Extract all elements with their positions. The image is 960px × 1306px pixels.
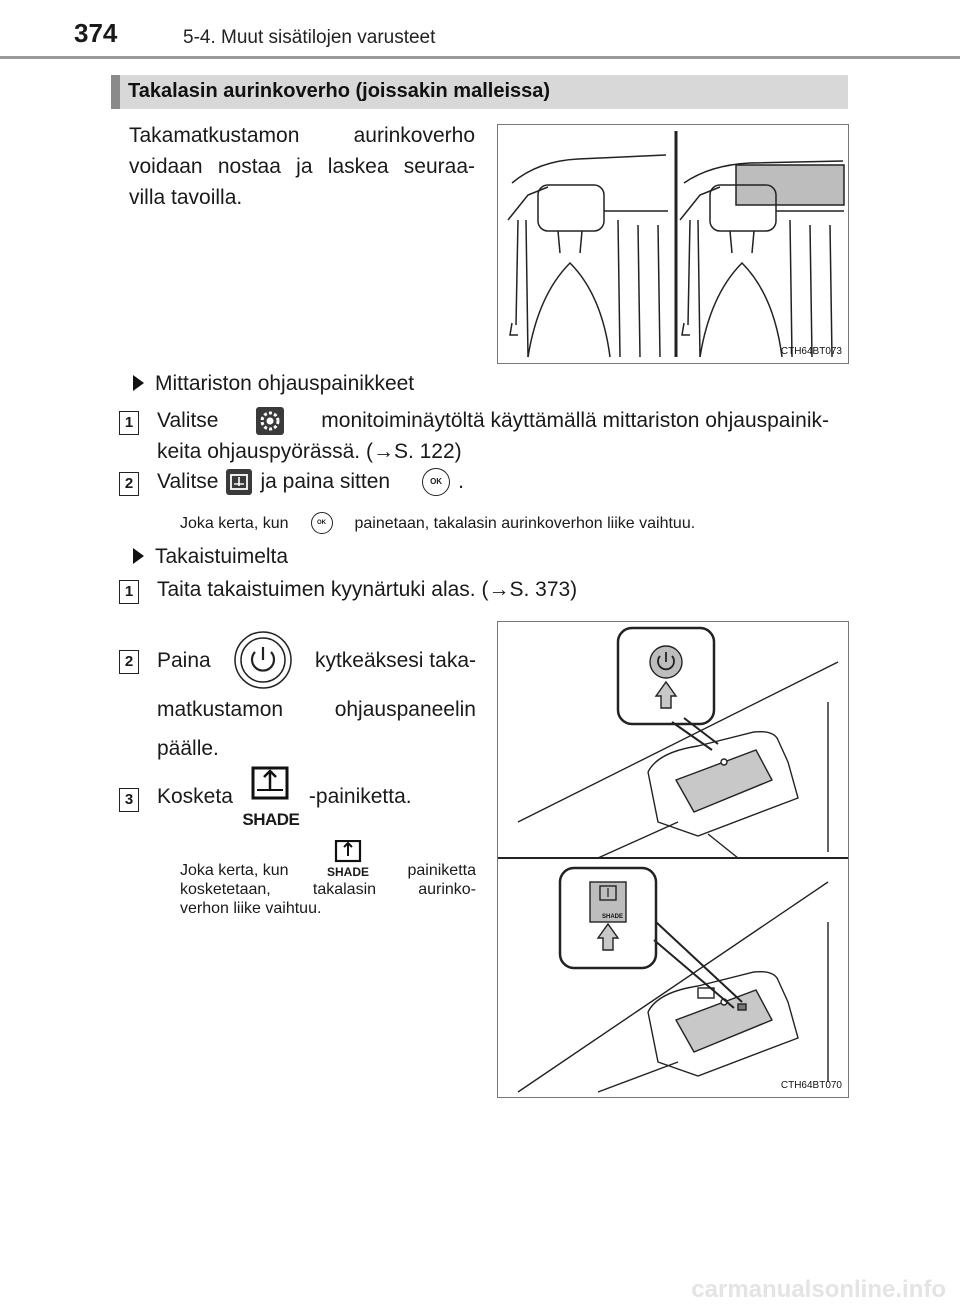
intro-line-1: Takamatkustamon aurinkoverho [129,124,475,147]
note-text: Joka kerta, kun [180,862,289,879]
note-text: verhon liike vaihtuu. [180,900,322,917]
watermark: carmanualsonline.info [691,1276,946,1303]
step-number: 1 [119,411,139,435]
shade-menu-icon [226,468,253,495]
method2-step2: Paina kytkeäksesi taka- matkustamon ohja… [157,628,476,764]
step-text: Valitse [157,409,219,432]
section-title: Takalasin aurinkoverho (joissakin mallei… [128,80,551,102]
ok-button-icon: OK [422,467,451,496]
figure-code-bottom: CTH64BT070 [780,1080,842,1091]
triangle-bullet-icon [133,548,144,564]
power-button-icon [233,630,293,690]
step-text: matkustamon ohjauspaneelin [157,698,476,721]
rear-seat-illustration [507,131,845,358]
note-text: painetaan, takalasin aurinkoverhon liike… [354,514,696,532]
step-number: 3 [119,788,139,812]
triangle-bullet-icon [133,375,144,391]
section-bar [111,75,848,109]
method1-note: Joka kerta, kun OK painetaan, takalasin … [180,512,695,534]
method2-step3: Kosketa SHADE -painiketta. [157,766,412,829]
figure-armrest-panel: SHADE CTH64BT070 [497,621,849,1098]
armrest-illustration: SHADE [498,626,848,1093]
shade-label: SHADE [326,865,369,879]
method1-step2: Valitse ja paina sitten OK . [157,466,464,497]
step-text: . [458,470,464,493]
shade-label: SHADE [242,810,300,829]
note-text: kosketetaan, takalasin aurinko- [180,881,476,898]
step-text: keita ohjauspyörässä. (→S. 122) [157,440,462,463]
shade-button-icon: SHADE [239,766,303,829]
method2-step1: Taita takaistuimen kyynärtuki alas. (→S.… [157,578,578,601]
intro-line-2: voidaan nostaa ja laskea seuraa- [129,155,475,178]
note-text: Joka kerta, kun [180,514,289,532]
note-text: painiketta [407,862,477,879]
intro-paragraph: Takamatkustamon aurinkoverho voidaan nos… [129,120,475,213]
step-number: 1 [119,580,139,604]
page-number: 374 [74,18,118,48]
gear-icon [255,406,284,435]
shade-button-icon: SHADE [326,839,370,880]
figure-code-top: CTH64BT073 [780,346,842,357]
step-text: Paina [157,648,211,672]
step-text: monitoiminäytöltä käyttämällä mittaristo… [321,409,829,432]
method1-step1: Valitse monitoiminäytöltä käyttämällä mi… [157,405,829,467]
step-text: ja paina sitten [260,470,391,493]
method2-heading: Takaistuimelta [155,545,289,568]
step-text: Kosketa [157,784,233,808]
step-number: 2 [119,472,139,496]
step-text: Valitse [157,470,219,493]
method2-note: Joka kerta, kun SHADE painiketta koskete… [180,839,477,918]
ok-button-icon: OK [310,512,333,534]
intro-line-3: villa tavoilla. [129,186,243,209]
step-text: -painiketta. [308,784,412,808]
step-text: kytkeäksesi taka- [314,648,476,672]
method1-heading: Mittariston ohjauspainikkeet [155,372,415,395]
shade-mini-label: SHADE [602,914,623,920]
header-rule [0,56,960,59]
step-text: päälle. [157,737,219,760]
step-number: 2 [119,650,139,674]
chapter-title: 5-4. Muut sisätilojen varusteet [183,27,436,48]
figure-rear-seat-shade: CTH64BT073 [497,124,849,364]
